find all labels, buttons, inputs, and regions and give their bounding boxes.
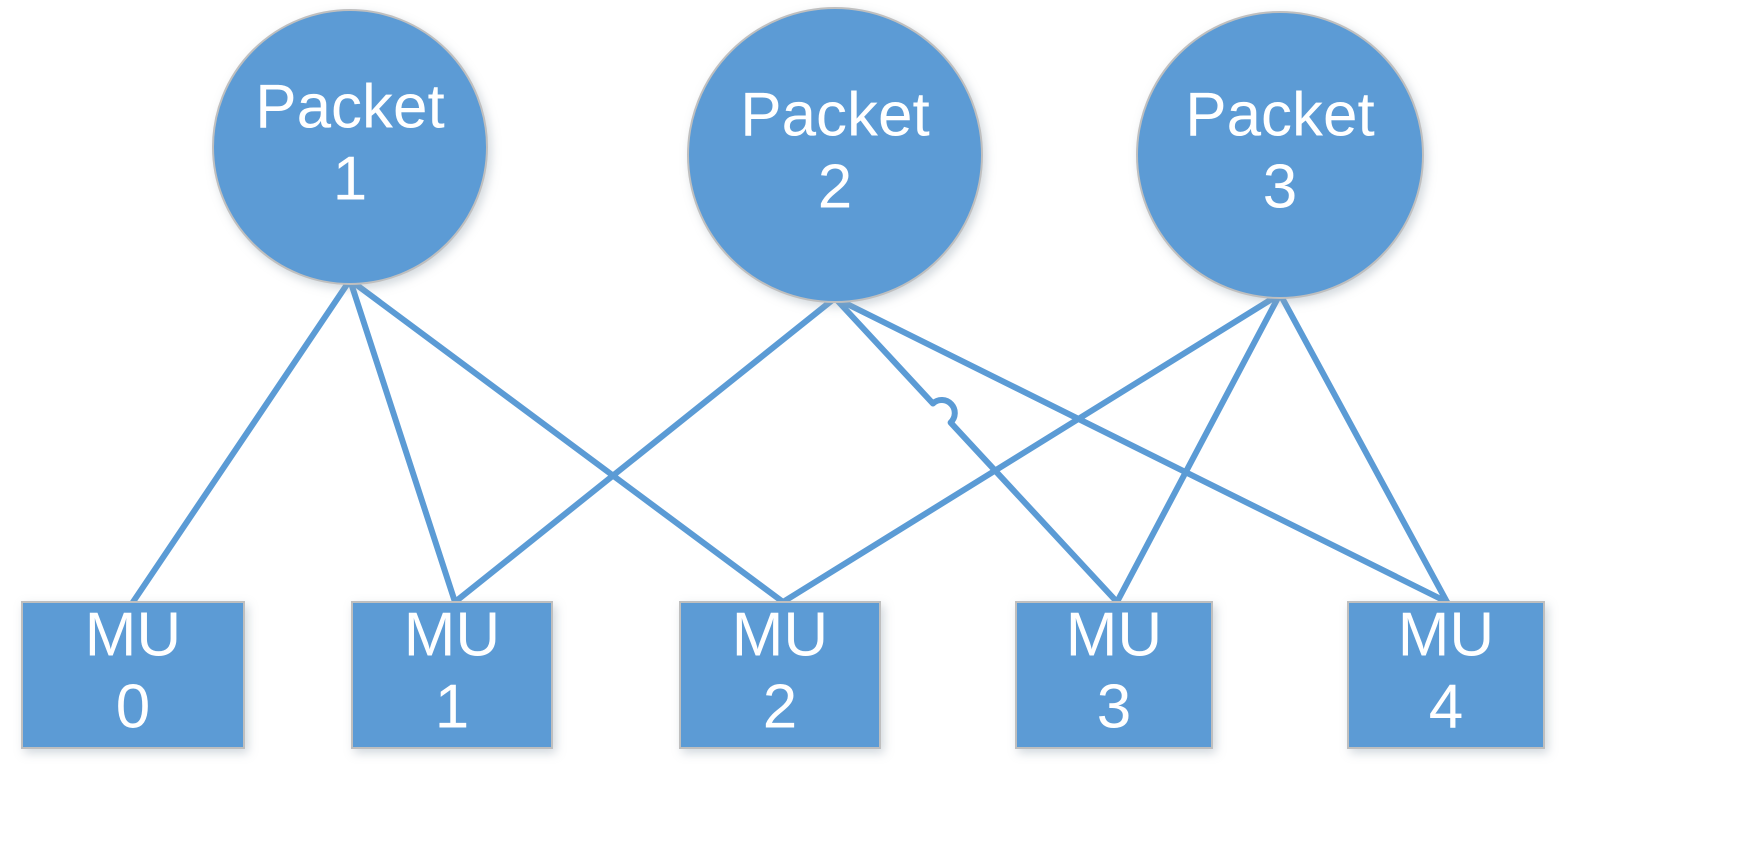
edge-packet-2-to-mu-1 — [452, 295, 838, 605]
edge-packet-1-to-mu-2 — [347, 277, 786, 605]
packet-circle — [687, 7, 983, 303]
mu-nodes-layer: MU0 MU1 MU2 MU3 MU4 — [21, 600, 1545, 749]
mu-rect — [1015, 601, 1213, 749]
mu-node-3[interactable]: MU3 — [1015, 600, 1213, 749]
packet-circle — [212, 9, 488, 285]
packet-circle — [1136, 11, 1424, 299]
mu-rect — [1347, 601, 1545, 749]
edge-packet-1-to-mu-0 — [130, 277, 353, 605]
mu-node-2[interactable]: MU2 — [679, 600, 881, 749]
mu-node-0[interactable]: MU0 — [21, 600, 245, 749]
mu-rect — [21, 601, 245, 749]
edge-packet-3-to-mu-3 — [1114, 291, 1283, 605]
edge-packet-3-to-mu-4 — [1277, 291, 1450, 605]
mu-node-1[interactable]: MU1 — [351, 600, 553, 749]
edges-layer — [130, 277, 1450, 605]
edge-packet-1-to-mu-1 — [347, 277, 458, 605]
edge-packet-2-to-mu-3 — [832, 295, 1120, 605]
edge-packet-2-to-mu-4 — [832, 295, 1450, 605]
edge-packet-3-to-mu-2 — [780, 291, 1283, 605]
mu-rect — [679, 601, 881, 749]
mu-node-4[interactable]: MU4 — [1347, 600, 1545, 749]
mu-rect — [351, 601, 553, 749]
